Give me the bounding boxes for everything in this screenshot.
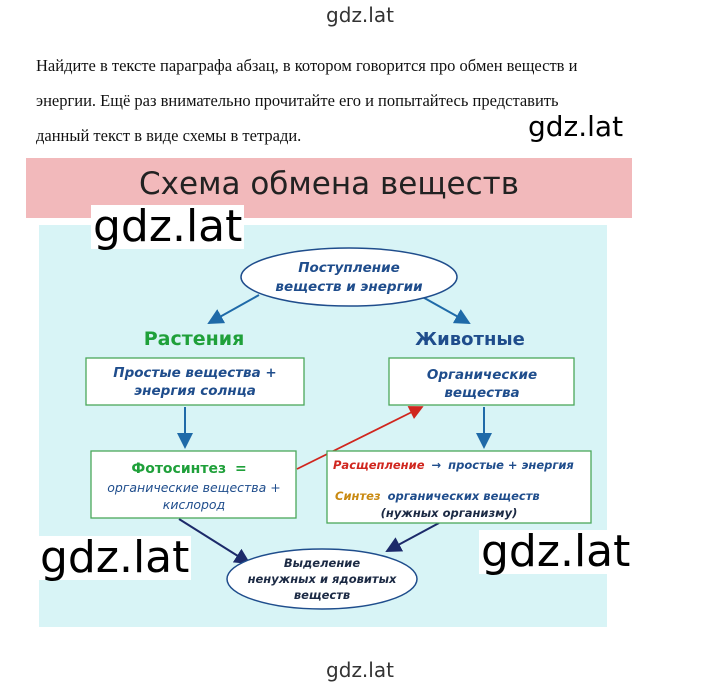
photosynthesis-box: [90, 450, 297, 519]
split-rest: простые + энергия: [448, 458, 574, 472]
task-text: Найдите в тексте параграфа абзац, в кото…: [36, 48, 676, 153]
synth-word: Синтез: [335, 489, 381, 503]
watermark: gdz.lat: [479, 526, 633, 577]
organic-substances-box: [388, 357, 575, 406]
metabolism-diagram: Поступление веществ и энергии Растения Ж…: [85, 247, 592, 610]
photo-line-3: кислород: [163, 497, 225, 512]
photo-line-2: органические вещества +: [107, 480, 281, 495]
watermark: gdz.lat: [91, 201, 245, 252]
simple-substances-box: [85, 357, 305, 406]
photo-line-1: Фотосинтез =: [131, 461, 246, 477]
animals-heading: Животные: [415, 329, 525, 350]
synth-line: Синтез органических веществ: [335, 489, 540, 503]
site-label-bottom: gdz.lat: [326, 658, 394, 682]
arrow-synth-excrete: [385, 522, 440, 552]
watermark: gdz.lat: [527, 110, 625, 143]
synth-line-2: (нужных организму): [381, 506, 518, 520]
split-arrow: →: [432, 458, 442, 472]
intake-ellipse: [240, 247, 458, 307]
arrow-intake-animals: [418, 294, 471, 324]
watermark: gdz.lat: [38, 532, 192, 583]
split-synth-box: [326, 450, 592, 524]
intake-line-1: Поступление: [298, 260, 400, 276]
excrete-line-3: веществ: [294, 588, 350, 602]
task-line-2: энергии. Ещё раз внимательно прочитайте …: [36, 91, 559, 110]
simple-line-1: Простые вещества +: [113, 365, 276, 381]
synth-rest: органических веществ: [388, 489, 540, 503]
task-line-3: данный текст в виде схемы в тетради.: [36, 126, 302, 145]
excretion-ellipse: [226, 548, 418, 610]
task-line-1: Найдите в тексте параграфа абзац, в кото…: [36, 56, 578, 75]
site-label-top: gdz.lat: [326, 3, 394, 27]
photo-eq: =: [235, 461, 247, 477]
diagram-title: Схема обмена веществ: [139, 166, 519, 202]
excrete-line-2: ненужных и ядовитых: [248, 572, 397, 586]
arrow-photo-organic: [296, 406, 424, 470]
arrow-intake-plants: [207, 294, 260, 324]
intake-line-2: веществ и энергии: [275, 279, 423, 295]
simple-line-2: энергия солнца: [134, 383, 256, 399]
organic-line-1: Органические: [427, 367, 537, 383]
split-word: Расщепление: [333, 458, 425, 472]
split-line: Расщепление → простые + энергия: [333, 458, 574, 472]
photo-word: Фотосинтез: [131, 461, 226, 477]
plants-heading: Растения: [144, 328, 245, 350]
arrow-photo-excrete: [178, 518, 251, 565]
organic-line-2: вещества: [444, 385, 519, 401]
excrete-line-1: Выделение: [284, 556, 360, 570]
